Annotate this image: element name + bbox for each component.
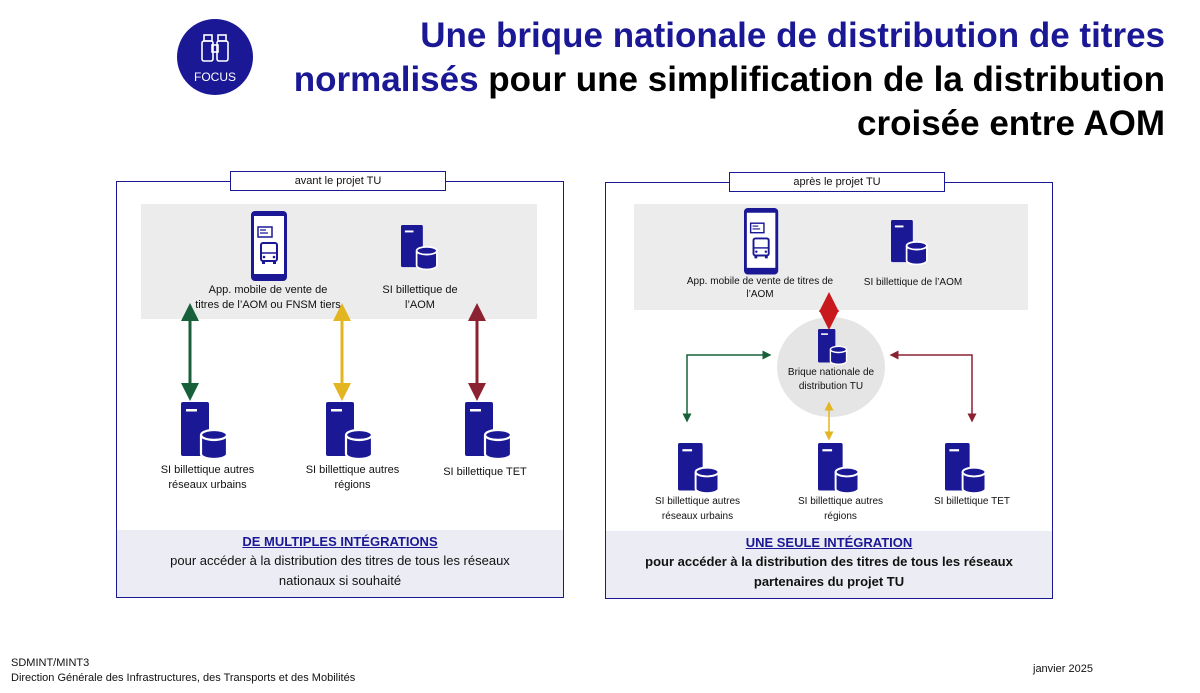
before-regions-line-1: SI billettique autres: [305, 464, 400, 476]
after-tag: après le projet TU: [729, 172, 945, 192]
title-highlight: normalisés: [293, 60, 479, 99]
server-database-icon: [890, 219, 928, 266]
before-summary-line-1: pour accéder à la distribution des titre…: [170, 553, 510, 568]
mobile-phone-icon: [250, 210, 288, 282]
title-line-2: normalisés pour une simplification de la…: [205, 58, 1165, 102]
title-line-2-rest: pour une simplification de la distributi…: [478, 60, 1165, 99]
before-summary-heading: DE MULTIPLES INTÉGRATIONS: [242, 534, 438, 549]
before-si-aom-line-2: l’AOM: [405, 299, 435, 311]
before-summary-line-2: nationaux si souhaité: [278, 573, 402, 588]
hub-label-line-2: distribution TU: [798, 381, 864, 392]
focus-label: FOCUS: [194, 70, 236, 84]
before-tet-label: SI billettique TET: [443, 466, 527, 478]
after-summary-heading: UNE SEULE INTÉGRATION: [745, 535, 913, 550]
after-regions-label: SI billettique autres régions: [773, 494, 908, 524]
binoculars-icon: [201, 34, 229, 62]
before-urbains-line-2: réseaux urbains: [168, 479, 247, 491]
after-app-label-line-2: l’AOM: [746, 289, 774, 300]
server-database-icon: [463, 400, 513, 461]
before-si-aom-line-1: SI billettique de: [382, 284, 458, 296]
before-tag: avant le projet TU: [230, 171, 446, 191]
server-database-icon: [400, 224, 438, 271]
footer-org-code: SDMINT/MINT3: [11, 657, 90, 669]
before-regions-line-2: régions: [334, 479, 371, 491]
after-urbains-label: SI billettique autres réseaux urbains: [630, 494, 765, 524]
server-database-icon: [677, 442, 720, 495]
after-summary-text: pour accéder à la distribution des titre…: [606, 552, 1052, 592]
before-si-aom-label: SI billettique de l’AOM: [360, 283, 480, 313]
before-summary-text: pour accéder à la distribution des titre…: [117, 551, 563, 591]
before-app-label-line-1: App. mobile de vente de: [208, 284, 328, 296]
page-title: Une brique nationale de distribution de …: [205, 14, 1165, 146]
footer-org-name: Direction Générale des Infrastructures, …: [11, 672, 356, 684]
after-summary-line-2: partenaires du projet TU: [753, 574, 905, 589]
after-regions-line-2: régions: [824, 511, 857, 522]
before-urbains-label: SI billettique autres réseaux urbains: [140, 463, 275, 493]
title-line-3: croisée entre AOM: [857, 104, 1165, 143]
server-database-icon: [179, 400, 229, 461]
arrow-icon: [889, 350, 977, 423]
after-regions-line-1: SI billettique autres: [797, 496, 884, 507]
focus-badge: FOCUS: [177, 19, 253, 95]
before-urbains-line-1: SI billettique autres: [160, 464, 255, 476]
before-regions-label: SI billettique autres régions: [285, 463, 420, 493]
hub-label: Brique nationale de distribution TU: [777, 366, 885, 394]
title-line-1: Une brique nationale de distribution de …: [420, 16, 1165, 55]
before-app-label-line-2: titres de l’AOM ou FNSM tiers: [195, 299, 341, 311]
after-app-label-line-1: App. mobile de vente de titres de: [686, 276, 834, 287]
after-urbains-line-2: réseaux urbains: [661, 511, 734, 522]
footer-date: janvier 2025: [1033, 663, 1093, 675]
after-app-label: App. mobile de vente de titres de l’AOM: [680, 275, 840, 301]
before-app-label: App. mobile de vente de titres de l’AOM …: [178, 283, 358, 313]
after-summary: UNE SEULE INTÉGRATION pour accéder à la …: [606, 531, 1052, 598]
mobile-phone-icon: [743, 207, 780, 276]
after-urbains-line-1: SI billettique autres: [654, 496, 741, 507]
after-si-aom-label: SI billettique de l’AOM: [863, 277, 963, 288]
after-tet-label: SI billettique TET: [934, 496, 1010, 507]
footer-org: SDMINT/MINT3 Direction Générale des Infr…: [11, 656, 355, 686]
before-top-area: [141, 204, 537, 319]
after-summary-line-1: pour accéder à la distribution des titre…: [645, 554, 1013, 569]
arrow-icon: [682, 350, 772, 423]
hub-label-line-1: Brique nationale de: [787, 367, 875, 378]
server-database-icon: [324, 400, 374, 461]
server-database-icon: [817, 442, 860, 495]
before-summary: DE MULTIPLES INTÉGRATIONS pour accéder à…: [117, 530, 563, 597]
server-database-icon: [817, 328, 848, 366]
server-database-icon: [944, 442, 987, 495]
